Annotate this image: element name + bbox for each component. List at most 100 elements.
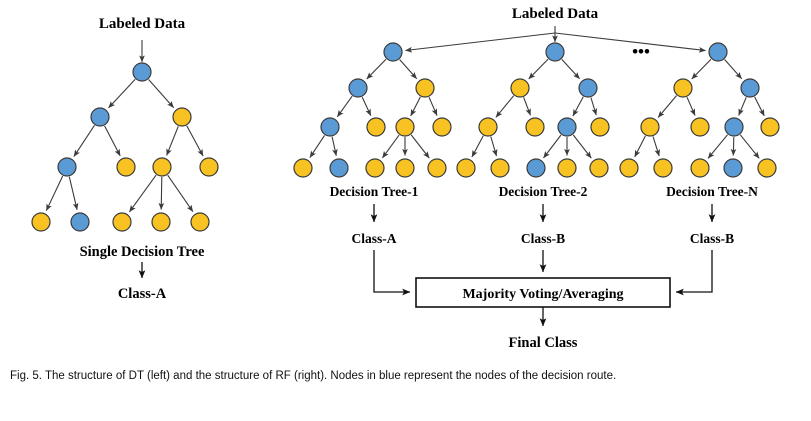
tree-1-node-a2-yellow	[366, 117, 386, 137]
tree-edge	[148, 79, 175, 109]
tree-edge	[572, 96, 584, 117]
tree-edge	[657, 95, 677, 118]
tree-edge	[543, 134, 562, 159]
tree-1-node-b-yellow	[415, 78, 435, 98]
dt-node-b1l-yellow	[112, 212, 132, 232]
tree-edge	[336, 95, 353, 118]
tree-edge	[104, 125, 121, 157]
tree-1-node-l1-yellow	[293, 158, 313, 178]
tree-1-node-l4-yellow	[395, 158, 415, 178]
tree-edge	[495, 95, 515, 118]
tree-N-node-l1-yellow	[619, 158, 639, 178]
tree-edge	[361, 96, 372, 116]
tree-edge	[166, 126, 179, 156]
tree-edge	[634, 135, 646, 158]
dt-node-r-blue	[132, 62, 152, 82]
tree-edge	[410, 134, 430, 159]
tree-N-node-a-yellow	[673, 78, 693, 98]
tree-edge	[724, 59, 743, 80]
tree-edge	[738, 97, 747, 116]
tree-edge	[471, 135, 484, 158]
tree-N-node-l5-yellow	[757, 158, 777, 178]
tree-1-node-a1-blue	[320, 117, 340, 137]
single-decision-tree-group: Labeled Data Single Decision Tree Class-…	[31, 16, 219, 302]
dt-node-a1l-yellow	[31, 212, 51, 232]
tree-2-node-l3-blue	[526, 158, 546, 178]
tree-edge	[730, 136, 737, 156]
tree-edge	[523, 97, 532, 116]
tree-N-node-b2-yellow	[760, 117, 780, 137]
tree-edge	[652, 136, 660, 157]
tree-edge	[167, 174, 194, 213]
tree-1-node-r-blue	[383, 42, 403, 62]
rf-labeled-data-label: Labeled Data	[512, 6, 599, 22]
tree-2-node-l4-yellow	[557, 158, 577, 178]
dt-node-a2-yellow	[116, 157, 136, 177]
tree-2-node-b-blue	[578, 78, 598, 98]
final-class-label: Final Class	[509, 335, 578, 351]
rf-dt-structure-diagram: Labeled Data Single Decision Tree Class-…	[31, 6, 780, 351]
tree-1-node-b2-yellow	[432, 117, 452, 137]
tree-N-node-b-blue	[740, 78, 760, 98]
tree-edge	[158, 176, 165, 210]
tree-2-node-a-yellow	[510, 78, 530, 98]
tree-edge	[572, 134, 592, 159]
treeN-title-label: Decision Tree-N	[666, 184, 758, 199]
dt-node-b1-yellow	[152, 157, 172, 177]
tree-1-node-l3-yellow	[365, 158, 385, 178]
tree-N-node-l4-blue	[723, 158, 743, 178]
tree-1-node-l5-yellow	[427, 158, 447, 178]
dt-node-a1-blue	[57, 157, 77, 177]
dt-node-b-yellow	[172, 107, 192, 127]
tree-edge	[754, 96, 765, 117]
dt-node-a-blue	[90, 107, 110, 127]
tree-2-node-r-blue	[545, 42, 565, 62]
tree2-title-label: Decision Tree-2	[499, 184, 588, 199]
tree-edge	[399, 59, 418, 80]
tree-N-node-b1-blue	[724, 117, 744, 137]
tree-2-node-b2-yellow	[590, 117, 610, 137]
tree-N-node-l3-yellow	[690, 158, 710, 178]
tree2-class-label: Class-B	[521, 231, 565, 246]
class-bn-to-voting-path	[675, 250, 713, 296]
tree-N-node-l2-yellow	[653, 158, 673, 178]
random-forest-group: Labeled Data ••• Decision Tree-1 Decisio…	[293, 6, 780, 351]
tree-edge	[381, 134, 400, 159]
class-a-to-voting-path	[373, 250, 411, 296]
tree-2-node-a1-yellow	[478, 117, 498, 137]
rf-fanout-arrows	[405, 26, 706, 53]
dt-node-b1m-yellow	[151, 212, 171, 232]
tree-2-node-l5-yellow	[589, 158, 609, 178]
dt-title-label: Single Decision Tree	[80, 244, 205, 260]
tree-edge	[691, 58, 712, 80]
tree-2-node-l1-yellow	[456, 158, 476, 178]
tree-2-node-b1-blue	[557, 117, 577, 137]
tree-edge	[528, 58, 549, 80]
dt-class-label: Class-A	[118, 286, 167, 302]
rf-fanout-arrow-1	[405, 32, 556, 53]
tree-2-node-l2-yellow	[490, 158, 510, 178]
treeN-class-label: Class-B	[690, 231, 734, 246]
tree-edge	[561, 59, 581, 80]
ellipsis-label: •••	[632, 42, 650, 61]
tree-2-node-a2-yellow	[525, 117, 545, 137]
tree-edge	[68, 176, 79, 211]
tree-edge	[686, 96, 696, 116]
tree1-class-label: Class-A	[351, 231, 396, 246]
rf-tree-edges	[309, 58, 765, 159]
tree-edge	[45, 175, 64, 211]
dt-edges	[45, 40, 204, 213]
tree-N-node-a1-yellow	[640, 117, 660, 137]
rf-tree-nodes	[293, 42, 780, 178]
tree1-title-label: Decision Tree-1	[330, 184, 419, 199]
tree-edge	[128, 174, 157, 213]
dt-labeled-data-label: Labeled Data	[99, 16, 186, 32]
tree-N-node-r-blue	[708, 42, 728, 62]
dt-node-b2-yellow	[199, 157, 219, 177]
tree-edge	[739, 134, 760, 159]
voting-box-label: Majority Voting/Averaging	[462, 287, 623, 302]
tree-N-node-a2-yellow	[690, 117, 710, 137]
tree-1-node-a-blue	[348, 78, 368, 98]
tree-edge	[108, 78, 136, 109]
